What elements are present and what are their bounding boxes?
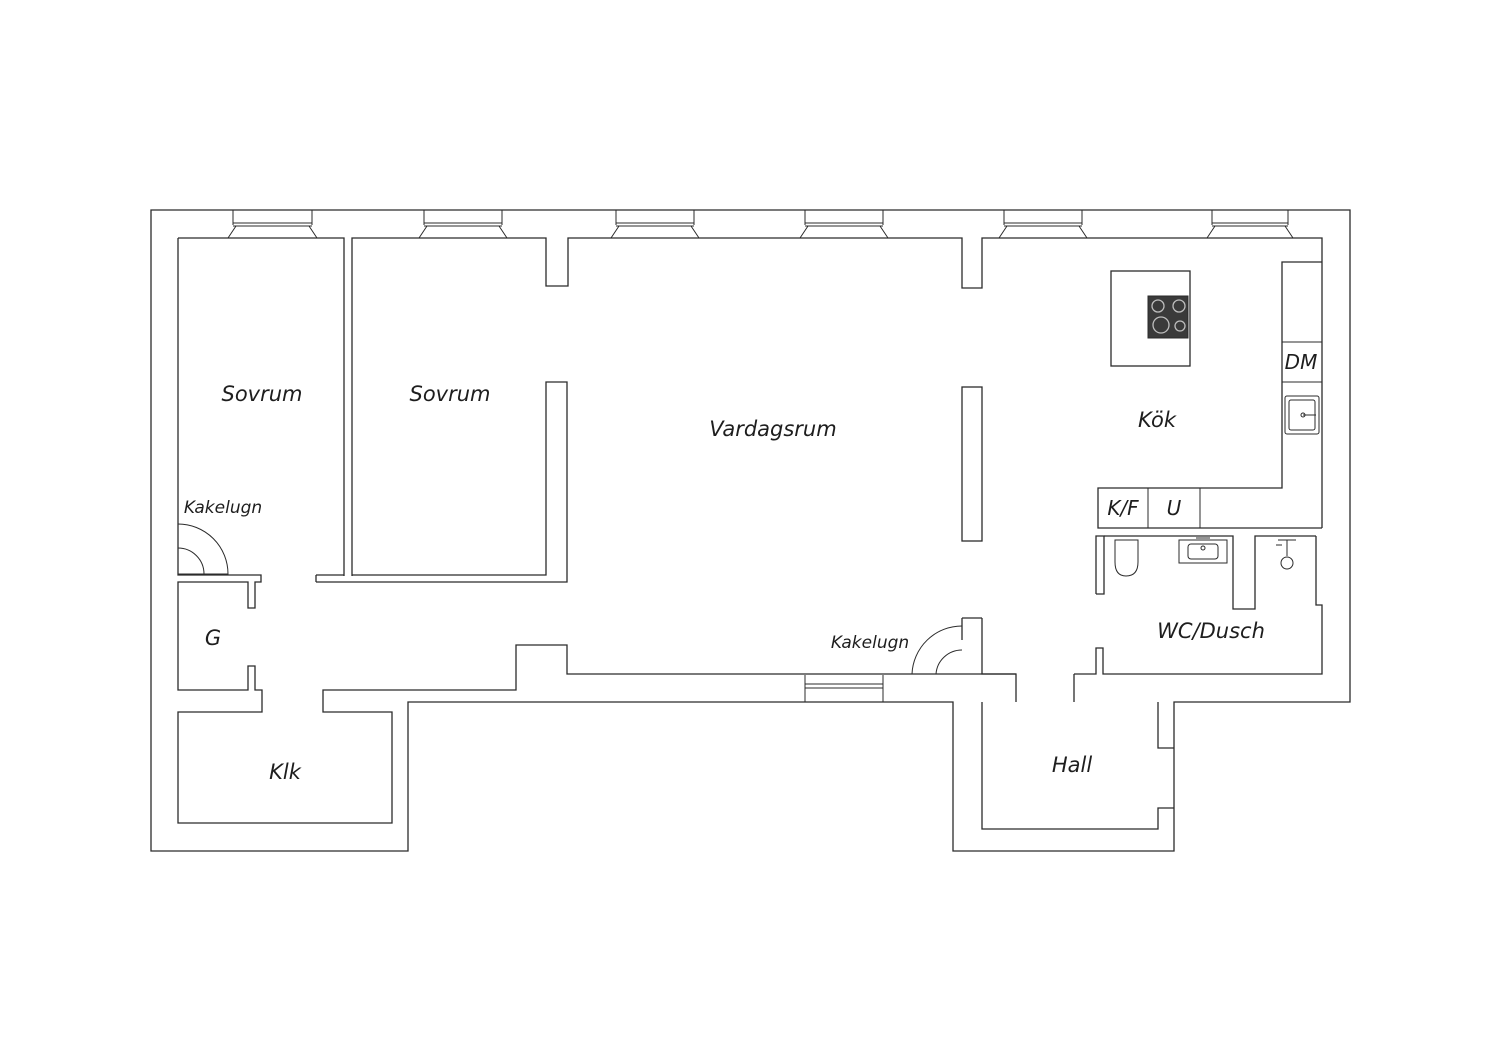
kitchen xyxy=(1097,261,1323,529)
fixture-label-u: U xyxy=(1167,496,1182,520)
fixture-label-kakelugn-left: Kakelugn xyxy=(184,498,262,518)
outer-walls xyxy=(150,209,1351,852)
windows-top xyxy=(227,210,1294,239)
room-label-kok: Kök xyxy=(1138,408,1177,432)
fixture-label-kf: K/F xyxy=(1107,496,1139,520)
room-label-wc-dusch: WC/Dusch xyxy=(1157,619,1265,643)
room-label-vardagsrum: Vardagsrum xyxy=(709,417,836,441)
window xyxy=(418,210,508,239)
room-label-sovrum-1: Sovrum xyxy=(221,382,302,406)
room-label-hall: Hall xyxy=(1052,753,1092,777)
left-interior-walls xyxy=(177,238,1017,824)
fixture-label-dm: DM xyxy=(1285,350,1318,374)
labels: Sovrum Sovrum Vardagsrum Kök Klk G Hall … xyxy=(184,350,1317,784)
room-label-sovrum-2: Sovrum xyxy=(409,382,490,406)
window xyxy=(227,210,318,239)
kakelugn-left xyxy=(177,523,229,575)
living-partition xyxy=(961,386,1323,830)
room-label-klk: Klk xyxy=(269,760,302,784)
fixture-label-kakelugn-center: Kakelugn xyxy=(831,633,909,653)
window-bottom xyxy=(804,675,884,702)
room-label-g: G xyxy=(205,626,221,650)
window xyxy=(998,210,1088,239)
kakelugn-center xyxy=(911,625,963,675)
window xyxy=(1206,210,1294,239)
window xyxy=(610,210,700,239)
window xyxy=(799,210,889,239)
bathroom xyxy=(1095,535,1316,610)
